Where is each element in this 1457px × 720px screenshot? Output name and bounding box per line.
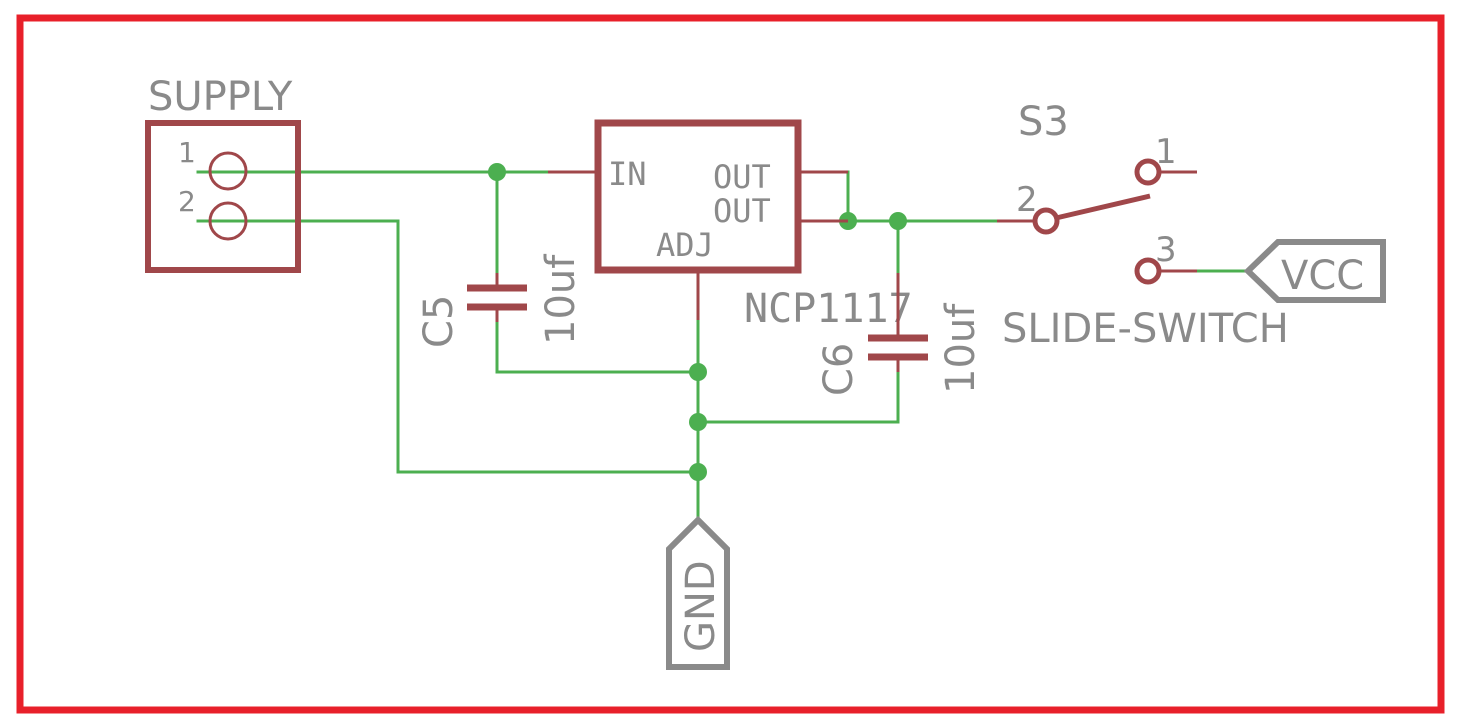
switch-type: SLIDE-SWITCH [1002, 306, 1289, 352]
capacitor-c5: C5 10uf [416, 254, 584, 348]
gnd-symbol: GND [666, 515, 730, 670]
vcc-tag-outline [1243, 239, 1386, 303]
supply-label: SUPPLY [148, 74, 293, 120]
junction-vin [488, 163, 506, 181]
switch-lever [1055, 193, 1151, 221]
supply-connector: SUPPLY 1 2 [145, 74, 301, 273]
supply-body [145, 120, 301, 273]
supply-pin2-pad [208, 201, 248, 241]
wire-c6-bottom [696, 370, 900, 424]
wire-c5-bottom [495, 320, 700, 374]
regulator-pin-out2: OUT [713, 192, 771, 230]
regulator-name: NCP1117 [744, 286, 913, 332]
capacitor-c6: C6 10uf [816, 273, 984, 396]
switch-pin2-label: 2 [1016, 180, 1038, 220]
switch-name: S3 [1018, 99, 1069, 145]
vcc-symbol: VCC [1243, 239, 1386, 303]
junction-gnd-c5 [689, 363, 707, 381]
regulator-pin-adj: ADJ [656, 226, 714, 264]
supply-pin2-label: 2 [178, 185, 196, 218]
regulator-pin-out1: OUT [713, 158, 771, 196]
c5-name: C5 [416, 295, 462, 348]
switch-pin3-contact [1134, 257, 1162, 285]
junction-gnd-c6 [689, 413, 707, 431]
regulator-pin-in: IN [608, 155, 647, 193]
gnd-tag-outline [666, 515, 730, 670]
regulator-ncp1117: IN OUT OUT ADJ NCP1117 [548, 119, 913, 332]
supply-pin1-label: 1 [178, 136, 196, 169]
slide-switch-s3: S3 1 2 3 SLIDE-SWITCH [997, 99, 1289, 352]
gnd-label: GND [678, 560, 724, 652]
c6-value: 10uf [938, 303, 984, 394]
switch-pin2-contact [1032, 207, 1060, 235]
switch-pin3-label: 3 [1155, 230, 1177, 270]
junction-vout [889, 212, 907, 230]
sheet-frame [16, 14, 1445, 714]
switch-pin1-contact [1134, 158, 1162, 186]
switch-pin1-label: 1 [1155, 132, 1177, 172]
c6-name: C6 [816, 343, 862, 396]
regulator-body [594, 119, 802, 274]
supply-pin1-pad [208, 151, 248, 191]
c5-value: 10uf [538, 254, 584, 345]
junction-gnd-supply [689, 463, 707, 481]
vcc-label: VCC [1281, 253, 1364, 299]
